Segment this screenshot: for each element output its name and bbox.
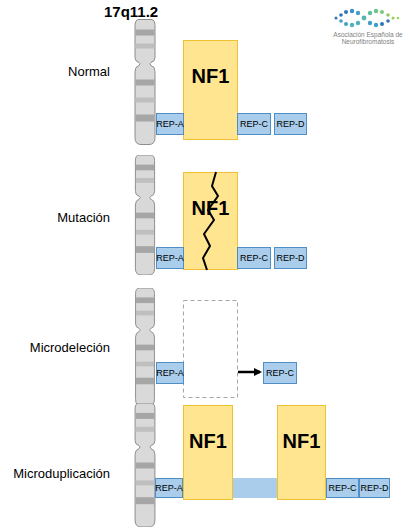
gene-name: NF1 [192,65,230,88]
gene-name: NF1 [189,430,227,453]
row-label: Microdeleción [30,340,110,355]
repeat-box: REP-A [156,113,184,135]
deletion-arrow [238,371,260,374]
repeat-box: REP-A [155,478,183,498]
repeat-name: REP-A [156,253,184,263]
repeat-name: REP-D [276,119,304,129]
gene-box: NF1 [183,405,233,500]
repeat-box: REP-C [237,113,271,135]
repeat-box: REP-C [237,247,271,269]
repeat-box: REP-A [156,362,184,384]
gene-name: NF1 [192,197,230,220]
repeat-box: REP-D [359,478,390,498]
repeat-name: REP-C [266,368,294,378]
repeat-name: REP-A [156,368,184,378]
row-label: Normal [68,64,110,79]
repeat-name: REP-A [155,483,183,493]
gene-box: NF1 [183,40,238,140]
repeat-box: REP-A [156,247,184,269]
logo-text: Asociación Española de Neurofibromatosis [333,31,403,46]
mutation-crack [203,172,218,270]
gene-box: NF1 [277,405,326,500]
repeat-name: REP-D [276,253,304,263]
repeat-name: REP-D [360,483,388,493]
chromosome [135,20,155,145]
repeat-box: REP-C [263,362,297,384]
repeat-box: REP-C [326,478,359,498]
gene-name: NF1 [283,430,321,453]
chromosome [136,288,155,406]
locus-label: 17q11.2 [104,3,158,20]
repeat-box: REP-D [274,113,307,135]
repeat-name: REP-A [156,119,184,129]
deleted-region [184,301,238,398]
chromosome [135,403,155,527]
gene-box: NF1 [183,172,238,270]
repeat-box: REP-D [274,247,307,269]
row-label: Mutación [57,210,110,225]
chromosome [135,155,154,275]
repeat-name: REP-C [240,253,268,263]
logo-dots [335,9,400,27]
repeat-name: REP-C [240,119,268,129]
row-label: Microduplicación [13,466,110,481]
repeat-name: REP-C [328,483,356,493]
